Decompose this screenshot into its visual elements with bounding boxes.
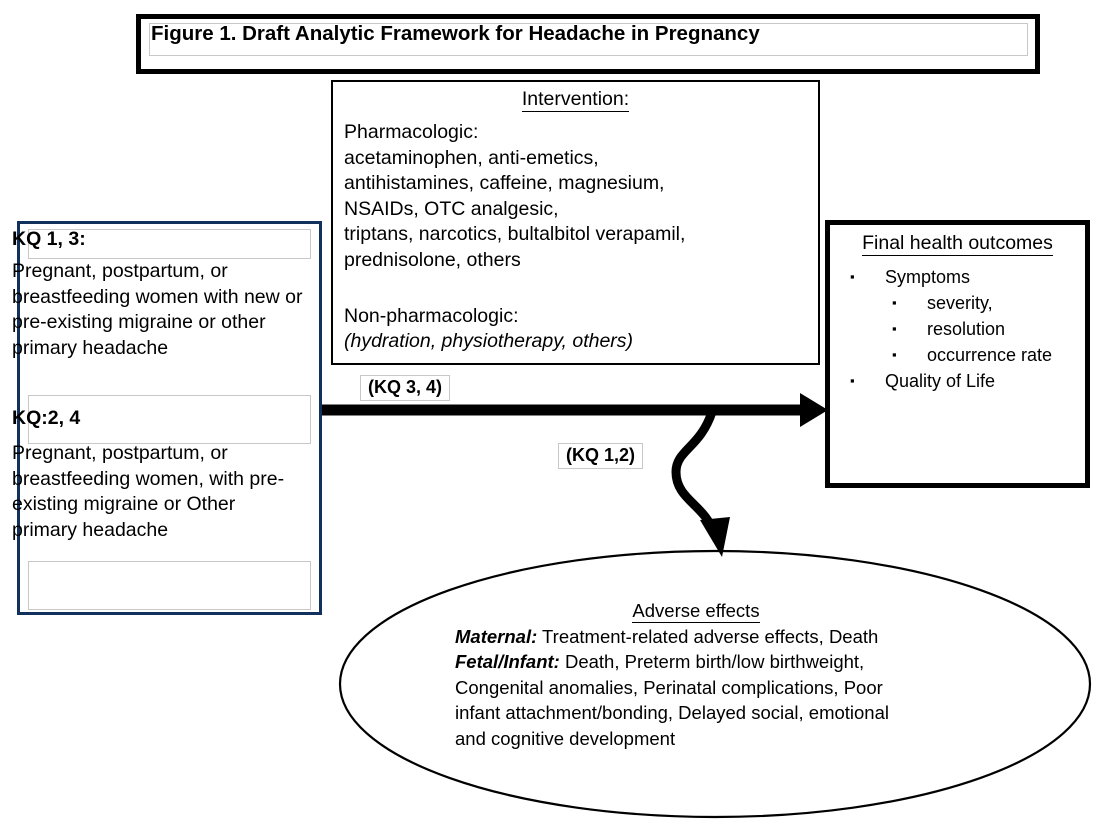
arrow-label-kq1-2: (KQ 1,2) — [558, 443, 644, 469]
list-item-label: severity, — [927, 293, 993, 313]
intervention-pharmacologic-label: Pharmacologic: — [344, 121, 479, 143]
adverse-effects-maternal-text: Treatment-related adverse effects, Death — [537, 625, 879, 647]
final-health-outcomes-heading: Final health outcomes — [830, 232, 1085, 256]
intervention-pharmacologic-items: acetaminophen, anti-emetics, antihistami… — [344, 146, 686, 271]
list-item: ▪ occurrence rate — [842, 342, 1052, 368]
population-box — [17, 221, 322, 615]
list-item-label: Symptoms — [885, 267, 971, 287]
adverse-effects-maternal: Maternal: Treatment-related adverse effe… — [455, 624, 975, 650]
population-kq2-4-heading: KQ:2, 4 — [12, 407, 81, 429]
main-arrow — [322, 393, 828, 427]
adverse-effects-fetal-label: Fetal/Infant: — [455, 651, 560, 672]
list-item: ▪ Quality of Life — [842, 368, 1052, 394]
adverse-effects-maternal-label: Maternal: — [455, 625, 538, 647]
intervention-heading: Intervention: — [333, 88, 818, 112]
final-health-outcomes-box: Final health outcomes ▪ Symptoms ▪ severit… — [825, 220, 1090, 488]
population-kq1-3-header-frame — [28, 229, 311, 259]
list-item-label: Quality of Life — [885, 371, 996, 391]
list-item-label: occurrence rate — [927, 345, 1053, 365]
adverse-effects-heading: Adverse effects — [417, 598, 975, 624]
final-health-outcomes-heading-text: Final health outcomes — [862, 232, 1053, 256]
adverse-effects-ellipse — [338, 549, 1092, 819]
intervention-pharmacologic: Pharmacologic: acetaminophen, anti-emetic… — [344, 120, 685, 273]
list-item: ▪ severity, — [842, 290, 1052, 316]
page-title: Figure 1. Draft Analytic Framework for H… — [151, 22, 760, 45]
adverse-effects-content: Adverse effects Maternal: Treatment-rela… — [455, 598, 975, 751]
square-bullet-icon: ▪ — [892, 295, 897, 310]
final-health-outcomes-list: ▪ Symptoms ▪ severity, ▪ resolution ▪ occurr… — [842, 264, 1052, 394]
list-item: ▪ resolution — [842, 316, 1052, 342]
intervention-nonpharmacologic-label: Non-pharmacologic: — [344, 305, 519, 327]
population-empty-frame — [28, 561, 311, 610]
square-bullet-icon: ▪ — [850, 269, 855, 284]
list-item: ▪ Symptoms — [842, 264, 1052, 290]
intervention-nonpharmacologic-items: (hydration, physiotherapy, others) — [344, 330, 634, 352]
population-kq2-4-header-frame — [28, 395, 311, 444]
population-kq1-3-heading: KQ 1, 3: — [12, 228, 86, 250]
square-bullet-icon: ▪ — [850, 373, 855, 388]
square-bullet-icon: ▪ — [892, 347, 897, 362]
adverse-effects-fetal-text: Death, Preterm birth/low birthweight, Co… — [455, 651, 889, 749]
intervention-heading-text: Intervention: — [521, 88, 630, 112]
population-kq1-3-body: Pregnant, postpartum, or breastfeeding w… — [12, 260, 303, 359]
arrow-label-kq3-4: (KQ 3, 4) — [360, 375, 451, 401]
population-kq2-4-body: Pregnant, postpartum, or breastfeeding w… — [12, 442, 285, 541]
adverse-effects-fetal: Fetal/Infant: Death, Preterm birth/low b… — [455, 649, 975, 751]
adverse-effects-heading-text: Adverse effects — [632, 600, 760, 623]
figure-title-frame: Figure 1. Draft Analytic Framework for H… — [136, 14, 1040, 74]
figure-title-inner-frame — [149, 23, 1028, 56]
intervention-box: Intervention: Pharmacologic: acetaminophe… — [331, 80, 820, 365]
list-item-label: resolution — [927, 319, 1006, 339]
branch-arrow — [671, 407, 730, 557]
square-bullet-icon: ▪ — [892, 321, 897, 336]
